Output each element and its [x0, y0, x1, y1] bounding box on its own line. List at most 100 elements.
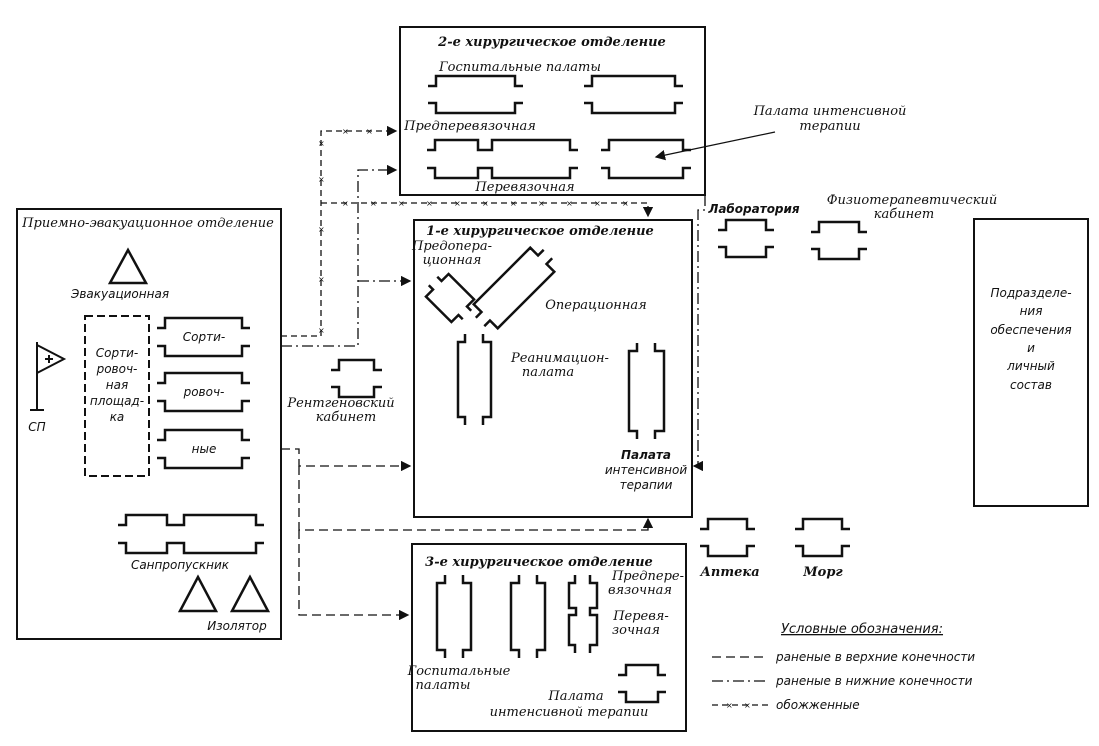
flow-burns-to-surgery-1 [321, 202, 654, 218]
sp-label: СП [28, 420, 45, 434]
sorting-area [84, 315, 150, 477]
surgery-1-department: 1-е хирургическое отделение Предопера- ц… [411, 219, 693, 518]
surgery-2-predressing-label: Предперевязочная [403, 119, 536, 134]
svg-text:×: × [318, 275, 325, 284]
surgery-2-department: 2-е хирургическое отделение Госпитальные… [399, 26, 706, 196]
surgery-2-title: 2-е хирургическое отделение [437, 35, 666, 50]
sorting-room-2-label: ровоч- [183, 385, 225, 399]
sanitary-label: Санпропускник [131, 558, 230, 572]
surgery-2-wards-label: Госпитальные палаты [438, 60, 601, 75]
surgery-1-preop-label-line-1: Предопера- [411, 239, 492, 254]
legend-lower-limbs: раненые в нижние конечности [775, 674, 973, 688]
svg-text:×: × [370, 199, 377, 208]
legend: Условные обозначения: раненые в верхние … [712, 622, 975, 712]
svg-text:×: × [726, 701, 733, 710]
svg-text:×: × [538, 199, 545, 208]
physio-label-line-2: кабинет [874, 207, 934, 222]
flow-lower-limbs-surgery-2-to-1-icu [692, 195, 706, 472]
sorting-area-line-4: площад- [90, 394, 144, 408]
surgery-2-ward-2 [584, 74, 683, 115]
surgery-1-operating-label: Операционная [545, 298, 647, 313]
laboratory-label: Лаборатория [707, 202, 800, 216]
surgery-3-frame [411, 543, 687, 732]
sorting-area-line-1: Сорти- [96, 346, 138, 360]
surgery-3-predressing-label-line-1: Предпере- [611, 569, 684, 584]
isolator-triangle-icon-2 [229, 574, 271, 613]
svg-text:×: × [398, 199, 405, 208]
svg-text:×: × [566, 199, 573, 208]
support-units-frame [973, 218, 1089, 507]
flow-upper-limbs-to-surgery-1 [281, 448, 412, 472]
legend-title: Условные обозначения: [781, 622, 943, 637]
surgery-1-operating-room [471, 245, 557, 331]
surgery-3-dressing-label-line-1: Перевя- [612, 609, 669, 624]
surgery-1-preop-label-line-2: ционная [423, 253, 482, 268]
surgery-1-title: 1-е хирургическое отделение [426, 224, 654, 239]
svg-text:×: × [318, 139, 325, 148]
svg-text:×: × [318, 326, 325, 335]
sorting-area-line-2: ровоч- [96, 362, 138, 376]
surgery-3-icu-label-line-2: интенсивной терапии [490, 705, 649, 720]
admission-department-frame [16, 208, 282, 640]
admission-department: Приемно-эвакуационное отделение Эвакуаци… [16, 208, 282, 640]
surgery-3-ward-2 [509, 575, 547, 658]
pharmacy-label: Аптека [699, 565, 759, 580]
morgue-label: Морг [802, 565, 843, 580]
surgery-1-icu-label-line-2: интенсивной [605, 463, 688, 477]
xray-label-line-1: Рентгеновский [286, 396, 394, 411]
svg-text:×: × [318, 225, 325, 234]
support-label-line-5: личный [1006, 359, 1055, 373]
surgery-2-icu-room [601, 138, 691, 180]
surgery-3-icu-label-line-1: Палата [547, 689, 603, 704]
morgue-room [795, 517, 850, 558]
isolator-triangle-icon-1 [177, 574, 219, 613]
svg-text:×: × [426, 199, 433, 208]
svg-text:×: × [342, 199, 349, 208]
sanitary-room [118, 513, 264, 555]
surgery-2-icu-label-line-1: Палата интенсивной [753, 104, 907, 119]
surgery-3-wards-label-line-1: Госпитальные [407, 664, 511, 679]
sorting-room-2 [157, 371, 250, 413]
flow-upper-limbs-to-surgery-3 [298, 530, 410, 621]
flow-burns-to-surgery-2 [281, 125, 398, 337]
admission-department-title: Приемно-эвакуационное отделение [21, 216, 274, 231]
surgery-1-frame [413, 219, 693, 518]
sp-flag-icon [30, 342, 67, 411]
surgery-2-dressing-label: Перевязочная [474, 180, 574, 195]
surgery-1-icu-room [627, 343, 666, 439]
svg-text:×: × [366, 127, 373, 136]
support-label-line-3: обеспечения [990, 323, 1071, 337]
surgery-2-icu-label-line-2: терапии [799, 119, 860, 134]
surgery-3-dressing-label-line-2: зочная [612, 623, 660, 638]
surgery-3-title: 3-е хирургическое отделение [425, 555, 653, 570]
surgery-3-predressing-label-line-2: вязочная [608, 583, 672, 598]
surgery-2-icu-pointer [654, 131, 776, 161]
svg-text:×: × [594, 199, 601, 208]
legend-burns: обожженные [776, 698, 860, 712]
svg-text:×: × [744, 701, 751, 710]
surgery-2-ward-1 [428, 74, 523, 115]
surgery-1-icu-label-line-1: Палата [621, 448, 671, 462]
xray-room [331, 358, 382, 399]
svg-text:×: × [342, 127, 349, 136]
surgery-1-recovery-label-line-2: палата [522, 365, 574, 380]
surgery-3-wards-label-line-2: палаты [415, 678, 470, 693]
surgery-1-icu-label-line-3: терапии [620, 478, 673, 492]
evacuation-triangle-icon [107, 247, 149, 285]
svg-text:×: × [510, 199, 517, 208]
support-label-line-2: ния [1020, 304, 1043, 318]
svg-text:×: × [318, 175, 325, 184]
surgery-3-ward-1 [435, 575, 473, 658]
xray-label-line-2: кабинет [316, 410, 376, 425]
surgery-2-dressing-room [427, 138, 578, 180]
flow-lower-limbs-to-surgery-2 [281, 164, 398, 347]
sorting-room-3-label: ные [192, 442, 217, 456]
flow-upper-limbs-to-surgery-1-bottom [298, 466, 654, 531]
support-label-line-1: Подразделе- [990, 286, 1071, 300]
sorting-room-3 [157, 428, 250, 470]
support-label-line-4: и [1027, 341, 1035, 355]
sorting-area-line-3: ная [106, 378, 128, 392]
sorting-room-1-label: Сорти- [183, 330, 225, 344]
physio-room [811, 220, 867, 261]
